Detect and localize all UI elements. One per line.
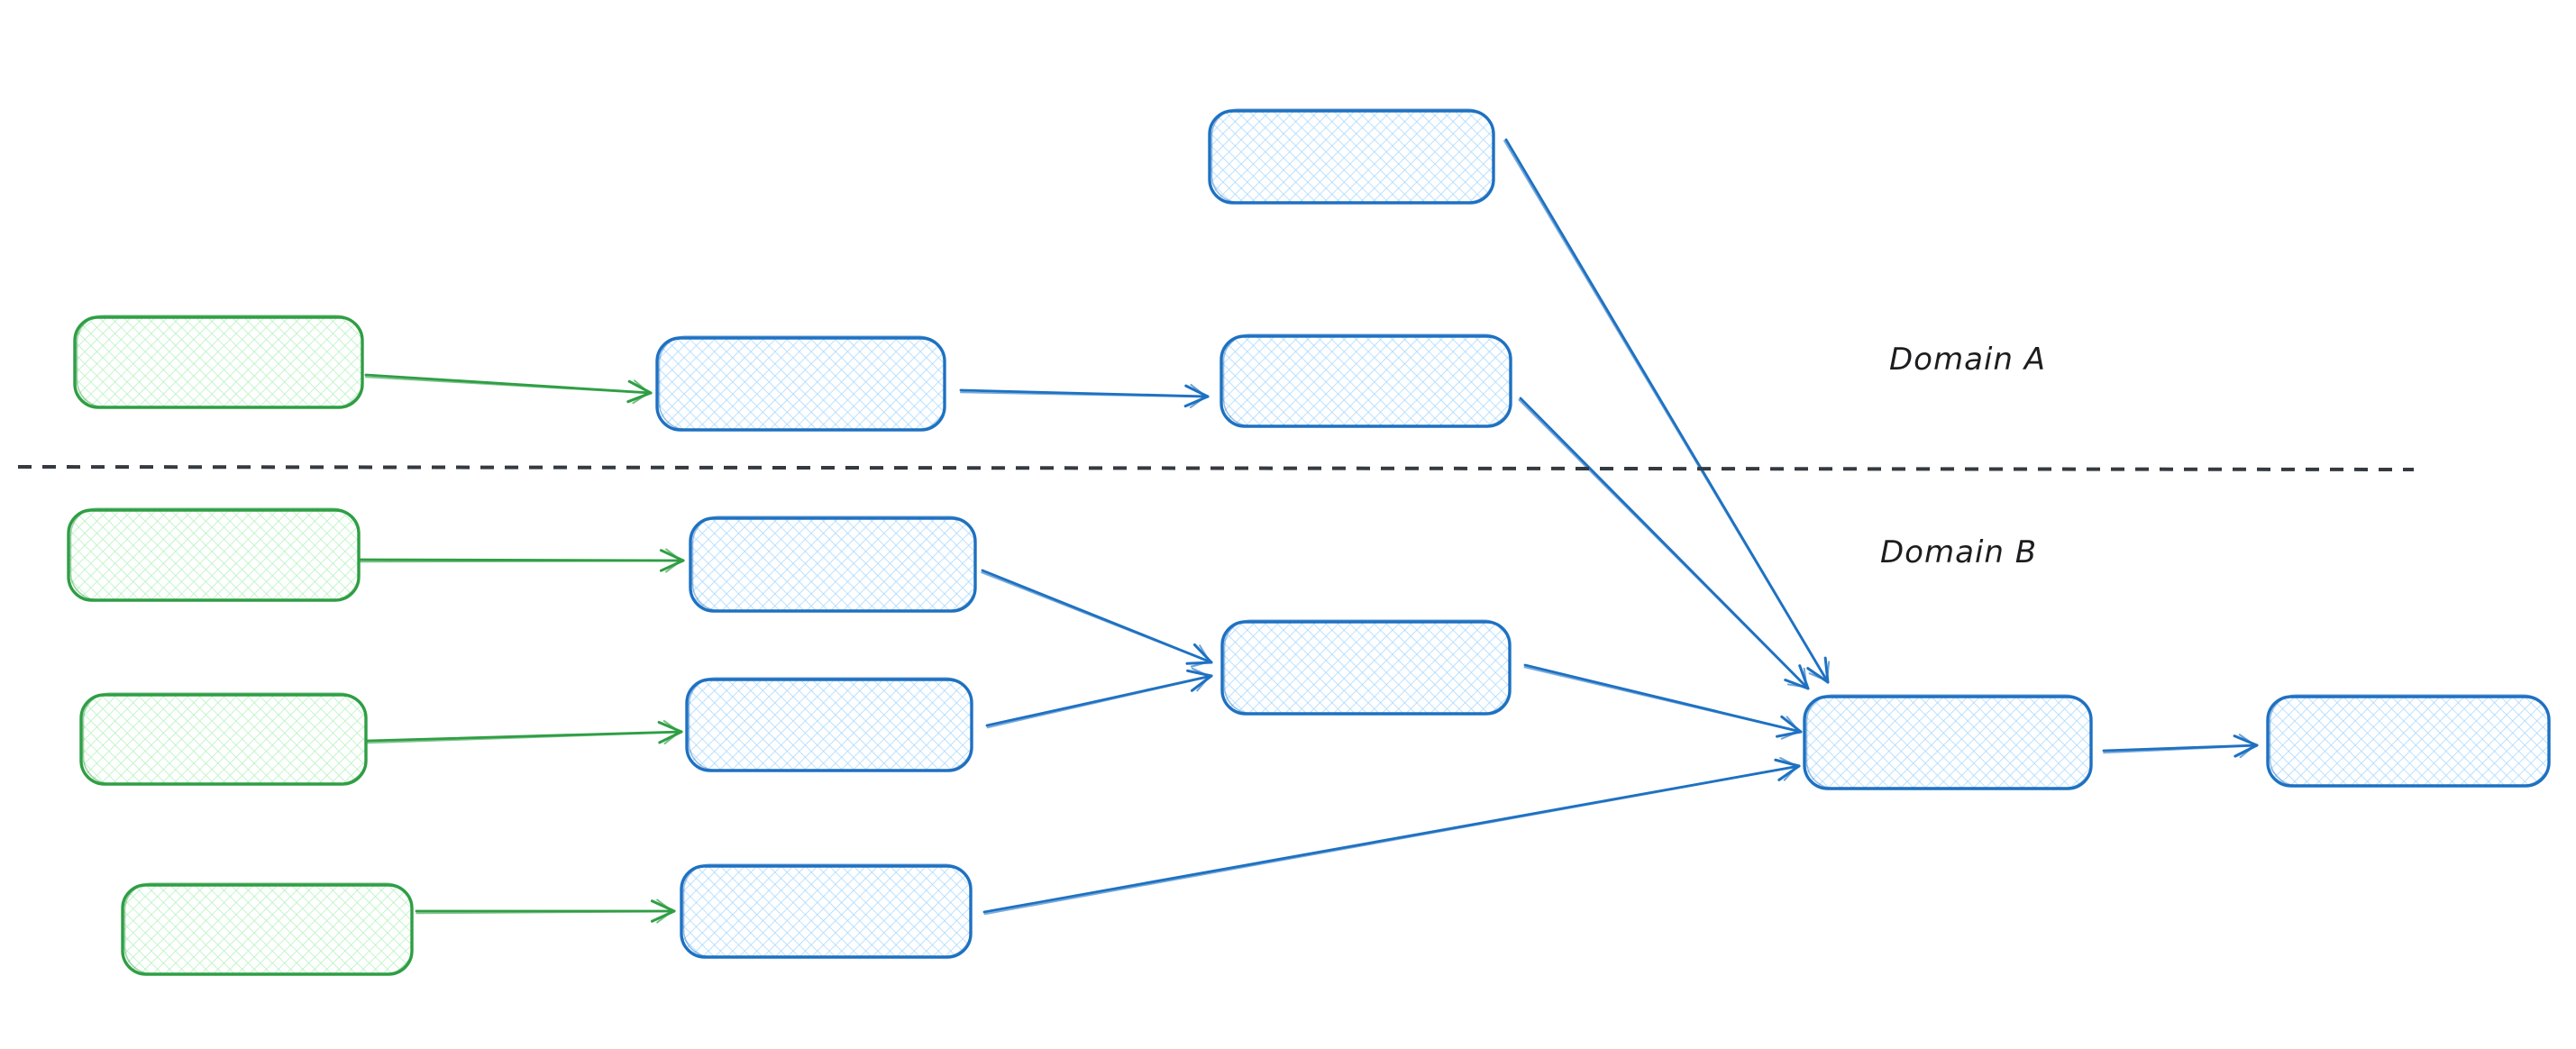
edge-step-b1-to-merge: [981, 569, 1213, 668]
blue-aggregate-box: [1803, 694, 2093, 790]
edge-step-a1-to-step-a2: [959, 383, 1210, 409]
blue-step-b2-box: [685, 677, 973, 772]
domain-b-label: Domain B: [1880, 534, 2037, 570]
blue-external-top-box: [1208, 108, 1495, 205]
edge-external-to-aggregate: [1503, 138, 1831, 684]
edges-layer: [359, 138, 2259, 924]
edge-merge-to-aggregate: [1523, 663, 1803, 740]
edge-step-b3-to-aggregate: [982, 756, 1801, 916]
edge-aggregate-to-output: [2102, 734, 2259, 759]
blue-output-box: [2266, 694, 2551, 788]
blue-merge-b-box: [1220, 619, 1512, 716]
blue-step-b1-box: [689, 515, 977, 613]
blue-step-b3-box: [680, 863, 973, 959]
edge-source-a-to-step-a1: [364, 373, 653, 405]
green-source-b3-box: [121, 882, 414, 976]
blue-step-a2-box: [1219, 333, 1512, 428]
green-source-a-box: [73, 315, 364, 409]
edge-source-b1-to-step-b1: [359, 548, 685, 573]
green-source-b1-box: [67, 507, 361, 602]
green-source-b2-box: [79, 692, 368, 786]
edge-step-b2-to-merge: [985, 667, 1213, 729]
edge-source-b3-to-step-b3: [415, 898, 676, 924]
domain-a-label: Domain A: [1889, 342, 2046, 378]
blue-step-a1-box: [655, 335, 946, 432]
domain-divider-line: [17, 465, 2415, 471]
nodes-layer: [67, 108, 2551, 976]
edge-source-b2-to-step-b2: [366, 720, 683, 745]
edge-step-a2-to-aggregate: [1518, 397, 1810, 690]
